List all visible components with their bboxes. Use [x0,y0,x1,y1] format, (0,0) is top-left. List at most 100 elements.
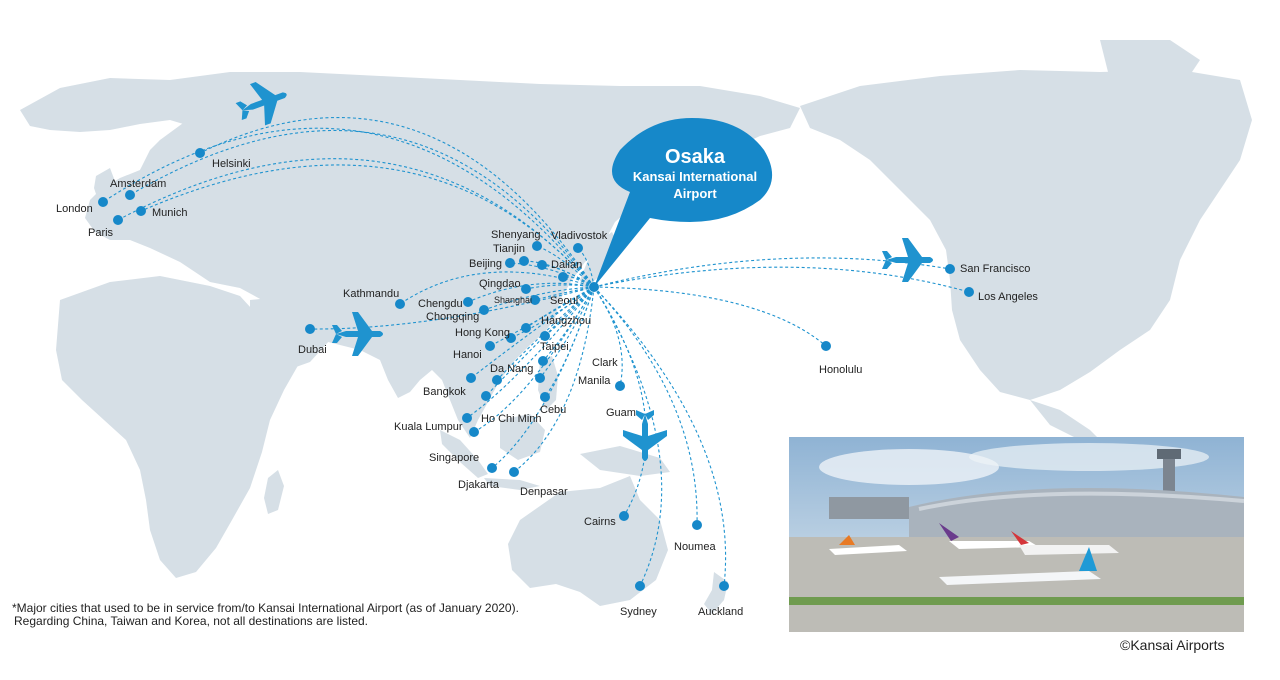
dot-taipei[interactable] [540,331,550,341]
label-vladivostok: Vladivostok [551,230,608,242]
sumatra-landmass [440,430,488,478]
route-cairns [593,286,647,517]
dot-cairns[interactable] [619,511,629,521]
dot-london[interactable] [98,197,108,207]
dot-hongkong[interactable] [506,333,516,343]
route-shenyang [536,245,595,288]
dot-sydney[interactable] [635,581,645,591]
label-hongkong: Hong Kong [455,327,510,339]
dot-shanghai[interactable] [530,295,540,305]
label-hochiminh: Ho Chi Minh [481,413,542,425]
label-london: London [56,203,93,215]
dot-vladivostok[interactable] [573,243,583,253]
route-amsterdam [129,129,595,288]
label-cebu: Cebu [540,404,566,416]
label-taipei: Taipei [540,341,569,353]
label-beijing: Beijing [469,258,502,270]
dot-chengdu[interactable] [463,297,473,307]
hub-subtitle-line1: Kansai International [633,169,757,184]
dot-seoul[interactable] [558,272,568,282]
north-america-landmass [800,70,1252,400]
label-denpasar: Denpasar [520,486,568,498]
dot-losangeles[interactable] [964,287,974,297]
madagascar-landmass [264,470,284,514]
dot-honolulu[interactable] [821,341,831,351]
hub-subtitle-line2: Airport [673,186,717,201]
label-hangzhou: Hangzhou [541,315,591,327]
footnote: *Major cities that used to be in service… [12,602,612,628]
label-chongqing: Chongqing [426,311,479,323]
label-sanfrancisco: San Francisco [960,263,1030,275]
dot-paris[interactable] [113,215,123,225]
label-auckland: Auckland [698,606,743,618]
route-manila [539,286,595,379]
label-honolulu: Honolulu [819,364,862,376]
label-tianjin: Tianjin [493,243,525,255]
label-qingdao: Qingdao [479,278,521,290]
hub-osaka-dot[interactable] [589,282,599,292]
dot-munich[interactable] [136,206,146,216]
route-shanghai [534,286,595,301]
dot-sanfrancisco[interactable] [945,264,955,274]
dot-qingdao[interactable] [521,284,531,294]
scandinavia-landmass [140,112,230,180]
dot-hochiminh[interactable] [481,391,491,401]
label-singapore: Singapore [429,452,479,464]
route-paris [117,158,595,288]
label-paris: Paris [88,227,114,239]
hub-title: Osaka [665,146,726,168]
route-hongkong [510,286,595,339]
route-kualalumpur [466,286,595,419]
arabia-landmass [250,296,330,372]
route-hanoi [489,286,595,347]
dot-kathmandu[interactable] [395,299,405,309]
airplane-icon [332,312,383,356]
dot-denpasar[interactable] [509,467,519,477]
route-dubai [309,286,595,330]
japan-landmass [580,232,618,290]
label-sydney: Sydney [620,606,657,618]
route-guam [593,286,623,387]
dot-cebu[interactable] [540,392,550,402]
dot-helsinki[interactable] [195,148,205,158]
dot-beijing[interactable] [505,258,515,268]
label-helsinki: Helsinki [212,158,251,170]
dot-chongqing[interactable] [479,305,489,315]
greenland-landmass [1100,40,1200,100]
label-kathmandu: Kathmandu [343,288,399,300]
dot-noumea[interactable] [692,520,702,530]
route-bangkok [470,286,595,379]
dot-dalian[interactable] [537,260,547,270]
footnote-line1: *Major cities that used to be in service… [12,601,519,615]
label-cairns: Cairns [584,516,616,528]
dot-bangkok[interactable] [466,373,476,383]
route-losangeles [593,266,970,293]
dot-manila[interactable] [535,373,545,383]
route-sydney [593,286,663,587]
dot-auckland[interactable] [719,581,729,591]
route-denpasar [513,286,595,473]
java-landmass [484,478,540,490]
label-losangeles: Los Angeles [978,291,1038,303]
dot-shenyang[interactable] [532,241,542,251]
dot-hangzhou[interactable] [521,323,531,333]
label-amsterdam: Amsterdam [110,178,166,190]
dot-hanoi[interactable] [485,341,495,351]
route-auckland [593,286,727,587]
dot-singapore[interactable] [469,427,479,437]
eurasia-landmass [20,72,800,438]
dot-tianjin[interactable] [519,256,529,266]
label-shenyang: Shenyang [491,229,541,241]
dot-djakarta[interactable] [487,463,497,473]
footnote-line2: Regarding China, Taiwan and Korea, not a… [14,614,368,628]
airplane-icon [623,410,667,461]
route-singapore [473,286,595,433]
dot-guam[interactable] [615,381,625,391]
dot-kualalumpur[interactable] [462,413,472,423]
dot-dubai[interactable] [305,324,315,334]
dot-danang[interactable] [492,375,502,385]
dot-amsterdam[interactable] [125,190,135,200]
label-chengdu: Chengdu [418,298,463,310]
dot-clark[interactable] [538,356,548,366]
route-chongqing [483,286,595,311]
